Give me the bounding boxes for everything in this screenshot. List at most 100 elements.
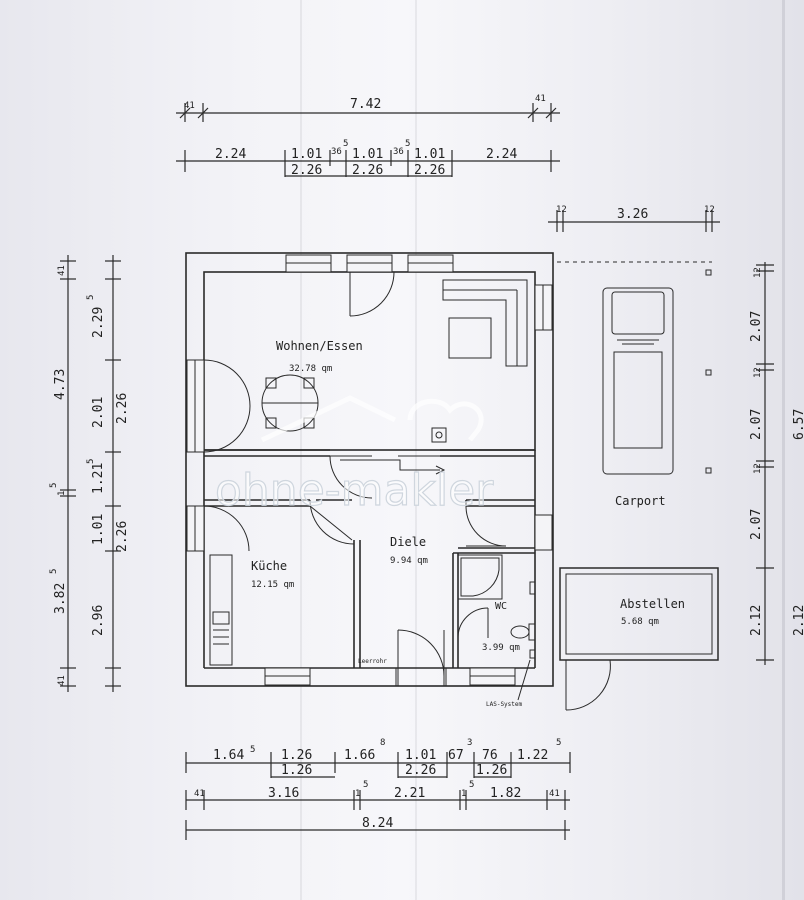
top-dimension-lines <box>176 103 560 177</box>
window-sashes <box>203 359 251 552</box>
room-kueche-name: Küche <box>251 559 287 573</box>
dim-bottom1-0: 1.64 <box>213 748 244 763</box>
dim-row1-3: 1.01 <box>352 147 383 162</box>
dining-table <box>261 374 319 432</box>
dim-left-outer-sup-0: 5 <box>49 483 59 488</box>
dim-top-right: 41 <box>535 94 546 104</box>
dim-left-outer-2: 1 <box>57 491 67 496</box>
dim-left-outer-sup-1: 5 <box>49 569 59 574</box>
dim-bottom2-3: 2.21 <box>394 786 425 801</box>
dim-row1-sup-0: 5 <box>343 139 348 149</box>
label-leerrohr: Leerrohr <box>358 658 387 665</box>
abstellen-room <box>559 567 719 711</box>
dim-left-a-sup-0: 5 <box>86 295 96 300</box>
dim-row2-0: 2.26 <box>291 163 322 178</box>
dim-top-overall: 7.42 <box>350 97 381 112</box>
dim-row1-sup-1: 5 <box>405 139 410 149</box>
arrow-lines <box>340 459 446 475</box>
dim-row1-2: 36 <box>331 147 342 157</box>
dim-bottom1-6: 1.22 <box>517 748 548 763</box>
dim-bottom2-5: 1.82 <box>490 786 521 801</box>
kitchen-counter <box>209 554 233 666</box>
dim-bottom2-0: 41 <box>194 789 205 799</box>
dim-left-b-0: 2.26 <box>115 393 130 424</box>
dim-carport-left: 12 <box>556 205 567 215</box>
dim-right-outer-1: 2.12 <box>792 605 804 636</box>
wc-fixtures <box>457 554 536 659</box>
dim-row1-6: 2.24 <box>486 147 517 162</box>
dim-bottom1-sup-1: 8 <box>380 738 385 748</box>
room-abstellen-name: Abstellen <box>620 597 685 611</box>
dim-bottom2-4: 1 <box>461 789 466 799</box>
dim-bottom2-1: 3.16 <box>268 786 299 801</box>
dim-bottom-overall: 8.24 <box>362 816 393 831</box>
dim-right-outer-0: 6.57 <box>792 409 804 440</box>
dim-right-6: 2.12 <box>749 605 764 636</box>
dim-row1-5: 1.01 <box>414 147 445 162</box>
room-diele-name: Diele <box>390 535 426 549</box>
dim-left-outer-3: 3.82 <box>53 583 68 614</box>
dim-bottom2-6: 41 <box>549 789 560 799</box>
dim-bottom1-sup-2: 3 <box>467 738 472 748</box>
dim-left-a-1: 2.01 <box>91 397 106 428</box>
room-wohnen-area: 32.78 qm <box>289 364 332 374</box>
dim-bottom2-sup-0: 5 <box>363 780 368 790</box>
dim-row1-1: 1.01 <box>291 147 322 162</box>
room-kueche-area: 12.15 qm <box>251 580 294 590</box>
room-wc-name: WC <box>495 601 507 612</box>
dim-bottom1-sub-0: 1.26 <box>281 763 312 778</box>
dim-left-outer-1: 4.73 <box>53 369 68 400</box>
las-marker <box>517 659 531 701</box>
dim-left-b-1: 2.26 <box>115 521 130 552</box>
room-wohnen-name: Wohnen/Essen <box>276 339 363 353</box>
house-logo-icon <box>260 395 484 443</box>
dim-right-0: 12 <box>753 267 763 278</box>
dim-row2-1: 2.26 <box>352 163 383 178</box>
dim-right-3: 2.07 <box>749 409 764 440</box>
dim-right-1: 2.07 <box>749 311 764 342</box>
watermark: ohne-makler <box>214 395 495 517</box>
label-las-system: LAS-System <box>486 701 523 708</box>
dim-row2-2: 2.26 <box>414 163 445 178</box>
dim-bottom1-1: 1.26 <box>281 748 312 763</box>
bottom-dimension-lines <box>185 752 571 840</box>
dim-bottom1-sub-2: 1.26 <box>476 763 507 778</box>
dim-carport-center: 3.26 <box>617 207 648 222</box>
carport-dimension-line <box>548 210 720 232</box>
room-diele-area: 9.94 qm <box>390 556 428 566</box>
room-wc-area: 3.99 qm <box>482 643 520 653</box>
doors <box>309 271 507 687</box>
dim-bottom1-4: 67 <box>448 748 464 763</box>
dim-left-a-3: 1.01 <box>91 514 106 545</box>
dim-left-a-sup-1: 5 <box>86 459 96 464</box>
dim-row1-4: 36 <box>393 147 404 157</box>
dim-left-a-4: 2.96 <box>91 605 106 636</box>
sofa <box>442 279 528 367</box>
chimney <box>431 427 447 443</box>
dim-bottom2-2: 1 <box>355 789 360 799</box>
dim-right-5: 2.07 <box>749 509 764 540</box>
dim-top-left: 41 <box>184 101 195 111</box>
dim-right-2: 12 <box>753 367 763 378</box>
dim-carport-right: 12 <box>704 205 715 215</box>
dim-bottom2-sup-1: 5 <box>469 780 474 790</box>
dim-bottom1-5: 76 <box>482 748 498 763</box>
paper-edge <box>782 0 785 900</box>
dim-bottom1-sup-0: 5 <box>250 745 255 755</box>
dim-bottom1-sup-3: 5 <box>556 738 561 748</box>
watermark-text: ohne-makler <box>215 465 494 516</box>
dim-bottom1-sub-1: 2.26 <box>405 763 436 778</box>
carport <box>557 261 712 475</box>
dim-left-a-0: 2.29 <box>91 307 106 338</box>
dim-left-a-2: 1.21 <box>91 463 106 494</box>
right-dimension-lines <box>756 262 774 665</box>
dim-right-4: 12 <box>753 463 763 474</box>
room-abstellen-area: 5.68 qm <box>621 617 659 627</box>
dim-bottom1-2: 1.66 <box>344 748 375 763</box>
left-dimension-lines <box>60 255 121 692</box>
windows <box>186 254 553 686</box>
dim-bottom1-3: 1.01 <box>405 748 436 763</box>
dim-row1-0: 2.24 <box>215 147 246 162</box>
dim-left-outer-0: 41 <box>57 265 67 276</box>
